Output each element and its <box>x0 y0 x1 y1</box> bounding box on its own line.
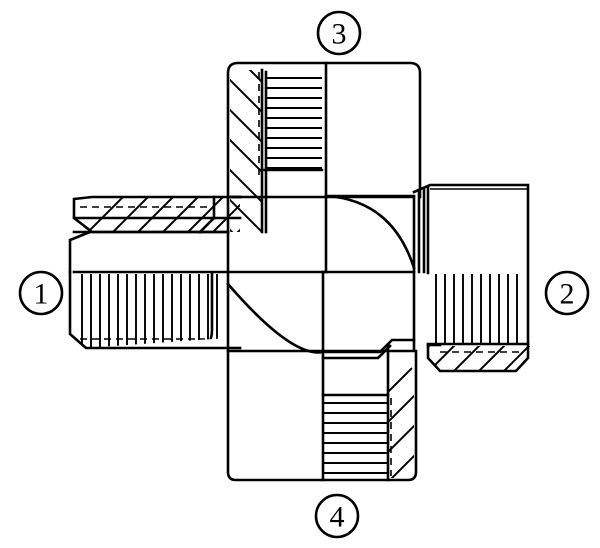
callout-port-3[interactable]: 3 <box>316 10 362 56</box>
callout-port-4[interactable]: 4 <box>314 493 360 539</box>
callout-label-4: 4 <box>330 501 345 534</box>
port-1-section-hatch <box>74 197 240 232</box>
port-4-section-hatch <box>388 345 414 478</box>
callout-label-1: 1 <box>34 278 49 311</box>
callout-circle-3[interactable] <box>316 10 362 56</box>
port-4-internal-threads <box>323 402 388 474</box>
callout-circle-1[interactable] <box>18 270 64 316</box>
callout-port-2[interactable]: 2 <box>544 270 590 316</box>
callout-circle-2[interactable] <box>544 270 590 316</box>
callout-label-3: 3 <box>332 18 347 51</box>
port-3-internal-threads <box>266 77 322 169</box>
internal-bore-geometry <box>72 61 530 482</box>
callout-label-2: 2 <box>560 278 575 311</box>
port-2-section-hatch <box>428 346 530 371</box>
callout-port-1[interactable]: 1 <box>18 270 64 316</box>
port-2-external-threads <box>435 274 518 344</box>
callout-circle-4[interactable] <box>314 493 360 539</box>
